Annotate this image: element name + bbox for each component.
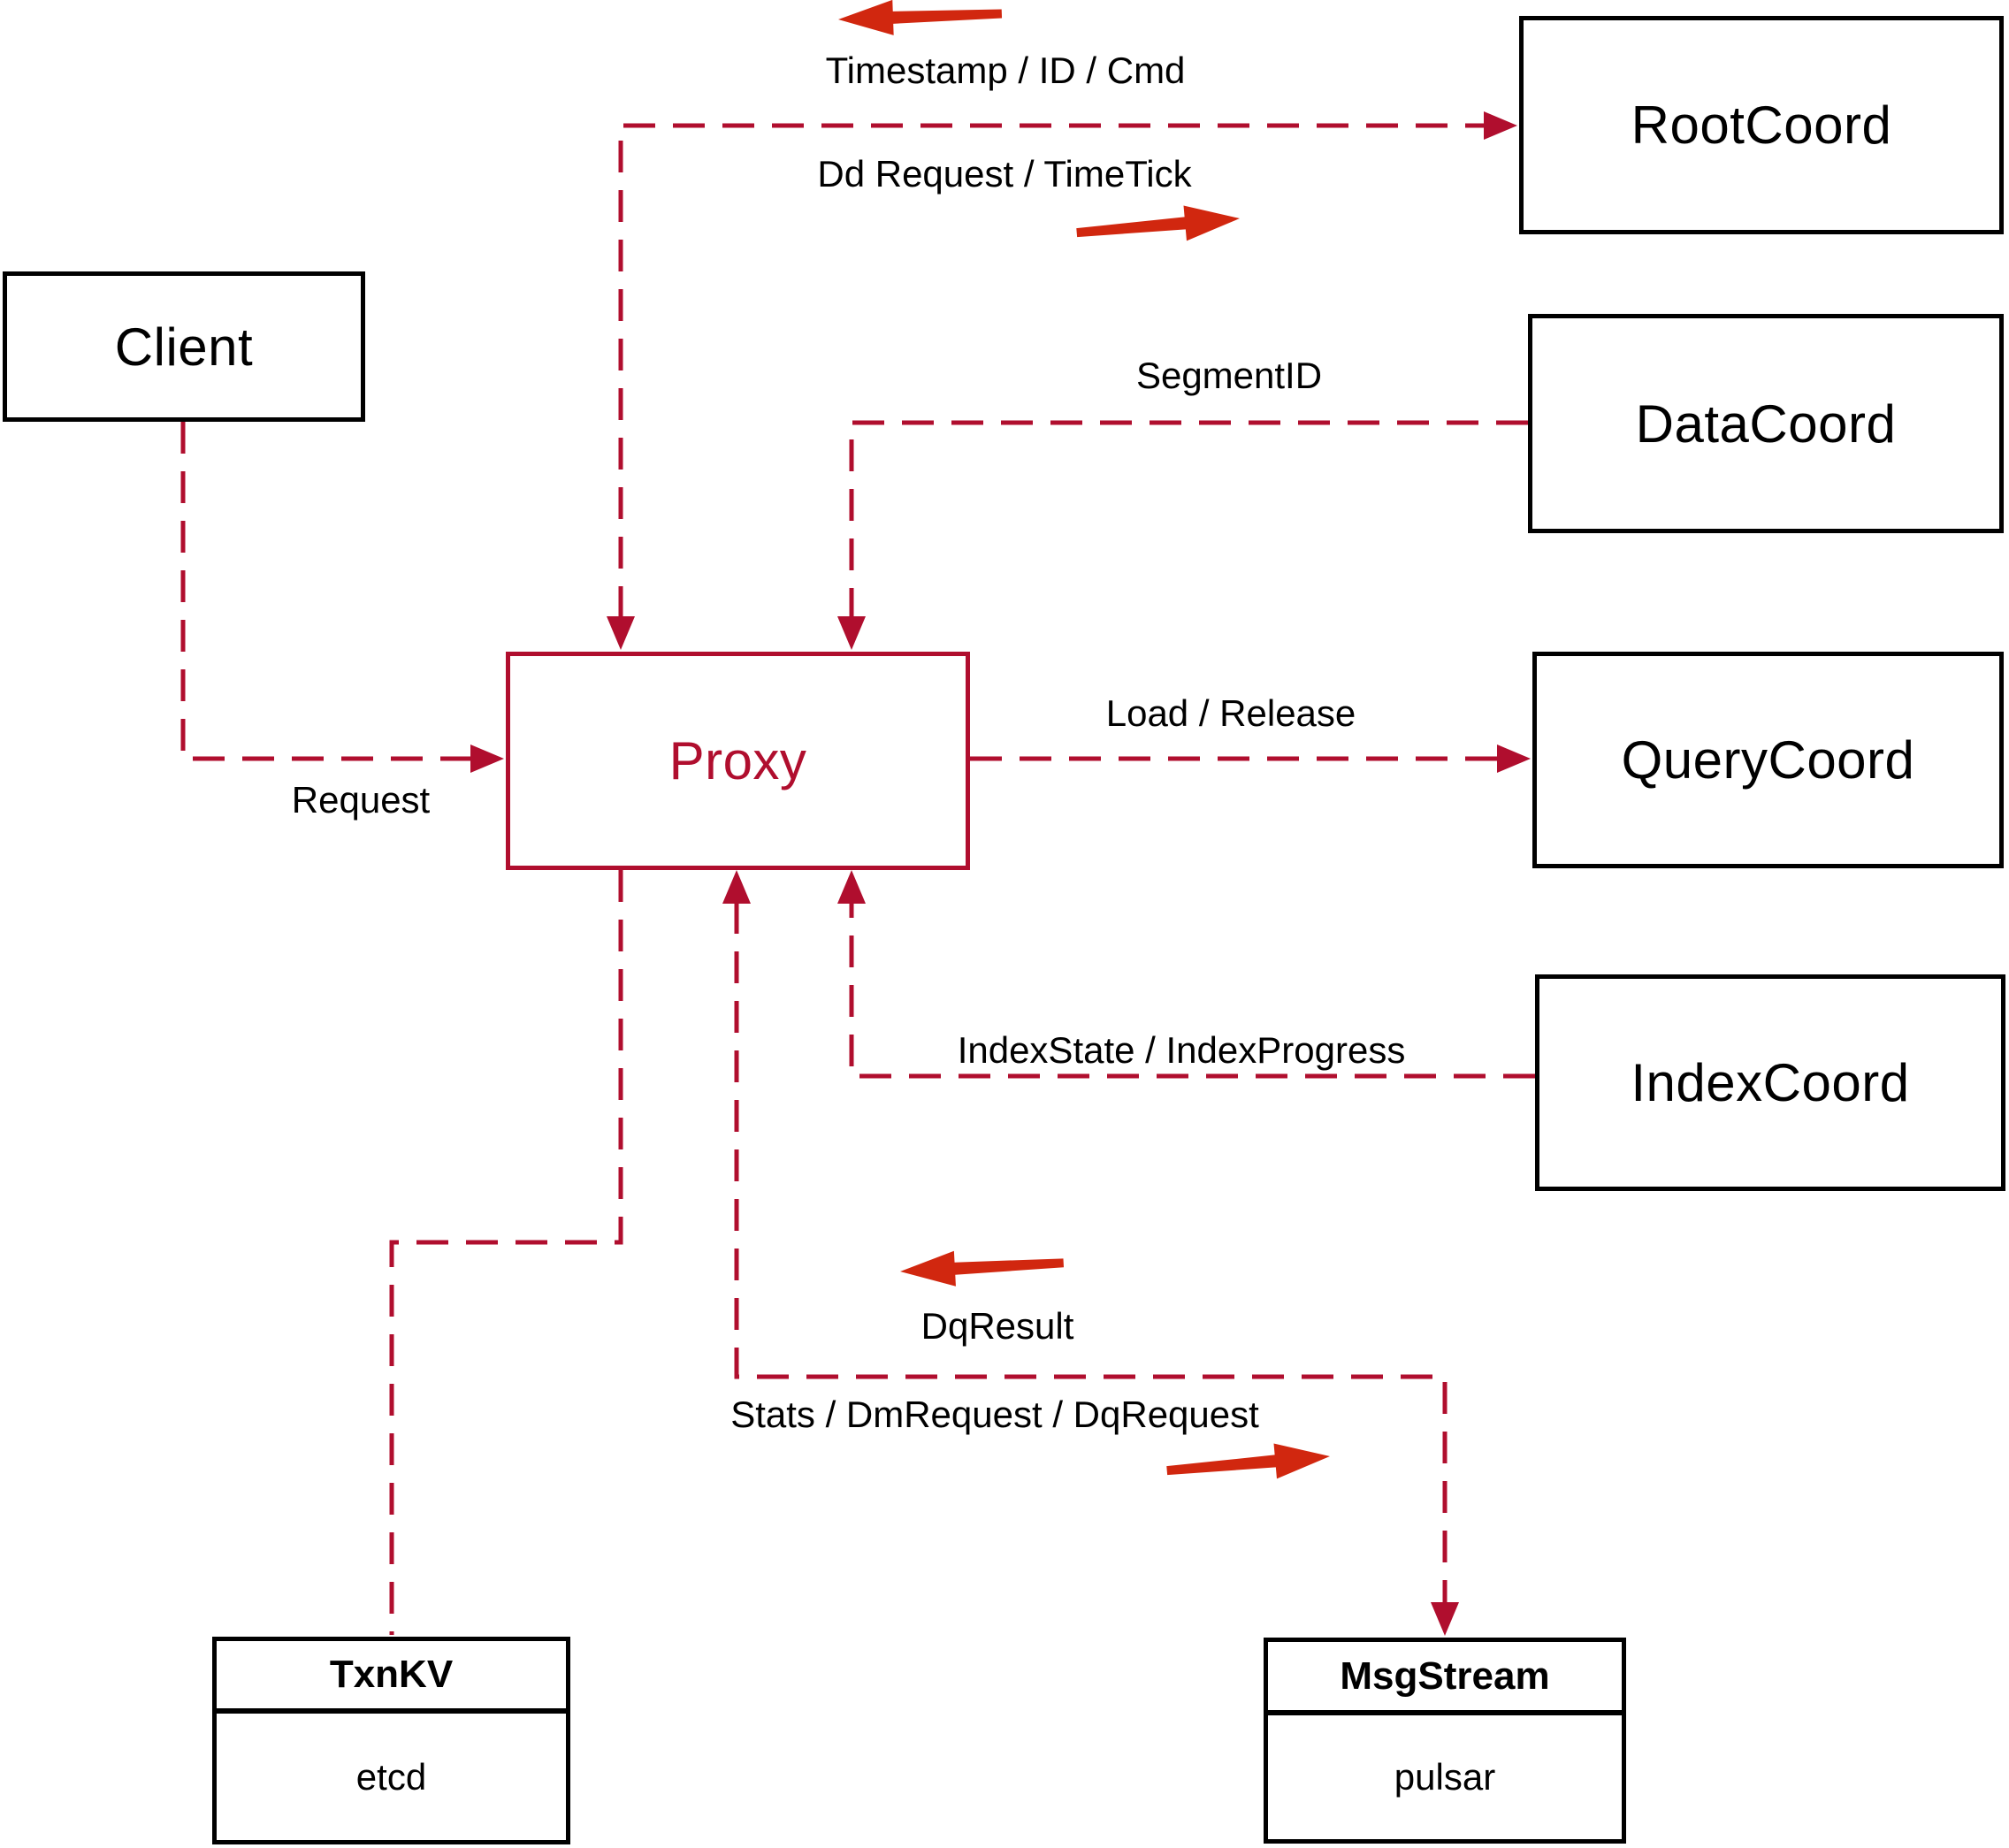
edge-label-timestamp-id-cmd: Timestamp / ID / Cmd: [825, 50, 1186, 91]
edge-label-dq-result: DqResult: [920, 1305, 1074, 1347]
edge-label-load-release: Load / Release: [1105, 692, 1356, 734]
right-direction-arrow-stats-icon: [1166, 1443, 1330, 1479]
proxy-msgstream-line: [734, 902, 1448, 1604]
arrowhead-into-proxy-top-right-icon: [837, 616, 866, 650]
proxy-rootcoord-line: [618, 123, 1486, 618]
msgstream-implementation: pulsar: [1394, 1756, 1496, 1798]
client-to-proxy-line: [180, 422, 470, 761]
rootcoord-node: RootCoord: [1519, 16, 2004, 234]
txnkv-title: TxnKV: [217, 1641, 566, 1714]
msgstream-node: MsgStream pulsar: [1264, 1638, 1626, 1844]
datacoord-node: DataCoord: [1528, 314, 2004, 533]
left-direction-arrow-dqresult-icon: [900, 1250, 1065, 1287]
arrowhead-into-rootcoord-icon: [1484, 111, 1517, 140]
client-node: Client: [3, 271, 365, 422]
edge-label-dd-request-timetick: Dd Request / TimeTick: [817, 153, 1192, 195]
indexcoord-to-proxy-line: [849, 902, 1535, 1079]
datacoord-to-proxy-line: [849, 420, 1528, 618]
client-label: Client: [114, 317, 254, 377]
right-direction-arrow-ddrequest-icon: [1076, 205, 1240, 241]
edge-label-segment-id: SegmentID: [1135, 355, 1323, 396]
edge-label-index-state-progress: IndexState / IndexProgress: [957, 1029, 1406, 1071]
datacoord-label: DataCoord: [1635, 393, 1897, 454]
arrowhead-into-msgstream-icon: [1431, 1602, 1459, 1636]
left-direction-arrow-timestamp-icon: [838, 0, 1003, 35]
rootcoord-label: RootCoord: [1631, 95, 1892, 155]
edge-label-stats-dm-dq-request: Stats / DmRequest / DqRequest: [730, 1394, 1259, 1435]
proxy-to-txnkv-line: [389, 870, 623, 1635]
txnkv-node: TxnKV etcd: [212, 1637, 570, 1844]
proxy-node: Proxy: [506, 652, 970, 870]
edge-label-request: Request: [291, 779, 431, 821]
arrowhead-into-querycoord-icon: [1497, 745, 1531, 773]
proxy-label: Proxy: [668, 731, 807, 790]
indexcoord-node: IndexCoord: [1535, 974, 2005, 1191]
arrowhead-into-proxy-bottom-left-icon: [722, 870, 751, 904]
arrowhead-into-proxy-top-left-icon: [607, 616, 635, 650]
querycoord-label: QueryCoord: [1621, 730, 1915, 790]
msgstream-title: MsgStream: [1268, 1642, 1622, 1715]
indexcoord-label: IndexCoord: [1631, 1053, 1910, 1112]
querycoord-node: QueryCoord: [1532, 652, 2004, 868]
arrowhead-into-proxy-left-icon: [470, 745, 504, 773]
txnkv-implementation: etcd: [355, 1755, 427, 1798]
arrowhead-into-proxy-bottom-right-icon: [837, 870, 866, 904]
